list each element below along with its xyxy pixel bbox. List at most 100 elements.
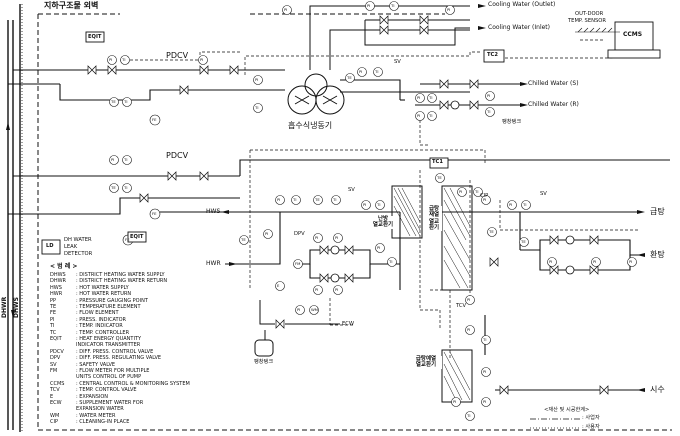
instrument-tag: TI <box>124 99 128 104</box>
ccms-label: CCMS <box>623 31 643 38</box>
legend-description: : HOT WATER RETURN <box>76 291 132 298</box>
boundary-title: <재산 및 시공한계> <box>544 407 590 413</box>
instrument-tag: PI <box>359 69 363 74</box>
instrument-tag: PI <box>509 202 513 207</box>
instrument-tag: TI <box>483 337 487 342</box>
cooling-outlet-label: Cooling Water (Outlet) <box>488 1 556 8</box>
hot-water-lines <box>225 211 640 391</box>
ecw-label: ECW <box>342 321 355 327</box>
district-heating-lines <box>7 20 14 430</box>
instrument-tag: PI <box>447 7 451 12</box>
legend-description: : SAFETY VALVE <box>76 361 116 368</box>
eqit-top-label: EQIT <box>88 34 102 40</box>
legend-description: : DIFF. PRESS. CONTROL VALVE <box>76 348 154 355</box>
exchanger-dashed-lines <box>329 170 640 360</box>
instrument-tag: E <box>277 283 280 288</box>
cip-label: CIP <box>480 193 489 199</box>
instrument-tag: PI <box>483 197 487 202</box>
sensor-hatch <box>575 27 620 33</box>
instrument-tag: PI <box>367 3 371 8</box>
instrument-tag: TI <box>255 105 259 110</box>
legend-description: : WATER METER <box>76 412 116 419</box>
instrument-tag: PI <box>111 157 115 162</box>
instrument-tag: TI <box>124 157 128 162</box>
legend-code: PP <box>50 297 57 304</box>
instrument-tag: TI <box>375 69 379 74</box>
instrument-tag: PI <box>549 259 553 264</box>
cooling-water-lines <box>309 5 470 70</box>
instrument-tag: PI <box>363 202 367 207</box>
instrument-tag: TE <box>347 75 352 80</box>
pumps <box>330 100 575 283</box>
legend-code: SV <box>50 361 57 368</box>
eqit-bottom-label: EQIT <box>130 234 144 240</box>
legend-description: : DIFF. PRESS. REGULATING VALVE <box>76 355 162 362</box>
instrument-tag: PI <box>417 113 421 118</box>
legend-code: DHWR <box>50 278 67 285</box>
dh-water-label-1: DH WATER <box>64 237 92 243</box>
supply-kr-label: 급탕 <box>650 207 665 216</box>
instrument-tag: PI <box>467 297 471 302</box>
legend-code: PI <box>50 316 55 323</box>
instrument-tag: TI <box>523 202 527 207</box>
legend-description: : PRESS. INDICATOR <box>76 316 126 323</box>
legend-code: WM <box>50 412 60 419</box>
legend-description: EXPANSION WATER <box>76 406 124 413</box>
instrument-tag: PI <box>483 399 487 404</box>
instrument-tag: PI <box>459 189 463 194</box>
ld-label: LD <box>46 243 54 249</box>
instrument-tag: TE <box>489 229 494 234</box>
middle-main-lines <box>8 159 670 215</box>
return-kr-label: 환탕 <box>650 250 665 259</box>
instrument-tag: PI <box>453 399 457 404</box>
legend-description: : SUPPLEMENT WATER FOR <box>76 400 144 406</box>
legend-code: E <box>50 393 54 400</box>
instrument-tag: TI <box>475 189 479 194</box>
dpv-label: DPV <box>294 231 305 237</box>
instrument-tag: PI <box>335 235 339 240</box>
instrument-tag: TI <box>391 3 395 8</box>
instrument-tag: PI <box>335 287 339 292</box>
legend-code: CCMS <box>50 380 65 387</box>
legend-description: : HEAT ENERGY QUANTITY <box>76 336 142 342</box>
property-boundary <box>37 13 672 431</box>
instrument-tag: TE <box>111 99 116 104</box>
legend-code: HWR <box>50 291 63 298</box>
legend-code: PDCV <box>50 348 64 355</box>
sensor-label-2: TEMP. SENSOR <box>568 18 606 24</box>
legend-title: < 범 례 > <box>50 263 78 270</box>
legend-description: : TEMP. CONTROL VALVE <box>76 387 137 394</box>
instrument-tag: FM <box>295 261 301 266</box>
instrument-tag: PI <box>265 231 269 236</box>
sv3-label: SV <box>540 191 547 197</box>
instrument-tag: PI <box>593 259 597 264</box>
tc1-label: TC1 <box>432 159 443 165</box>
instrument-tag: TE <box>315 197 320 202</box>
sensor-label-1: OUT-DOOR <box>575 11 604 17</box>
instrument-tag: TI <box>389 259 393 264</box>
legend-description: : FLOW METER FOR MULTIPLE <box>76 368 150 374</box>
instrument-bubbles <box>107 1 637 421</box>
instrument-tag: TI <box>487 109 491 114</box>
instrument-tag: TE <box>111 185 116 190</box>
tcv-label: TCV <box>456 303 467 309</box>
instrument-tag: PI <box>377 245 381 250</box>
legend-code: TE <box>50 304 57 310</box>
chilled-s-label: Chilled Water (S) <box>528 80 579 87</box>
instrument-tag: PI <box>277 197 281 202</box>
pdcv-top-label: PDCV <box>166 51 189 60</box>
instrument-tag: PI <box>200 57 204 62</box>
legend-description: : FLOW ELEMENT <box>76 310 119 317</box>
legend-description: : CENTRAL CONTROL & MONITORING SYSTEM <box>76 380 190 387</box>
instrument-tag: TI <box>293 197 297 202</box>
flow-arrows <box>6 4 645 392</box>
legend-description: : TEMPERATURE ELEMENT <box>76 304 141 310</box>
sv2-label: SV <box>348 187 355 193</box>
expansion-tank-bottom-label: 팽창탱크 <box>254 359 274 365</box>
bottom-lines <box>254 300 340 357</box>
legend-description: UNITS CONTROL OF PUMP <box>76 374 142 381</box>
legend-code: ECW <box>50 400 62 406</box>
legend-code: TC <box>50 329 57 336</box>
